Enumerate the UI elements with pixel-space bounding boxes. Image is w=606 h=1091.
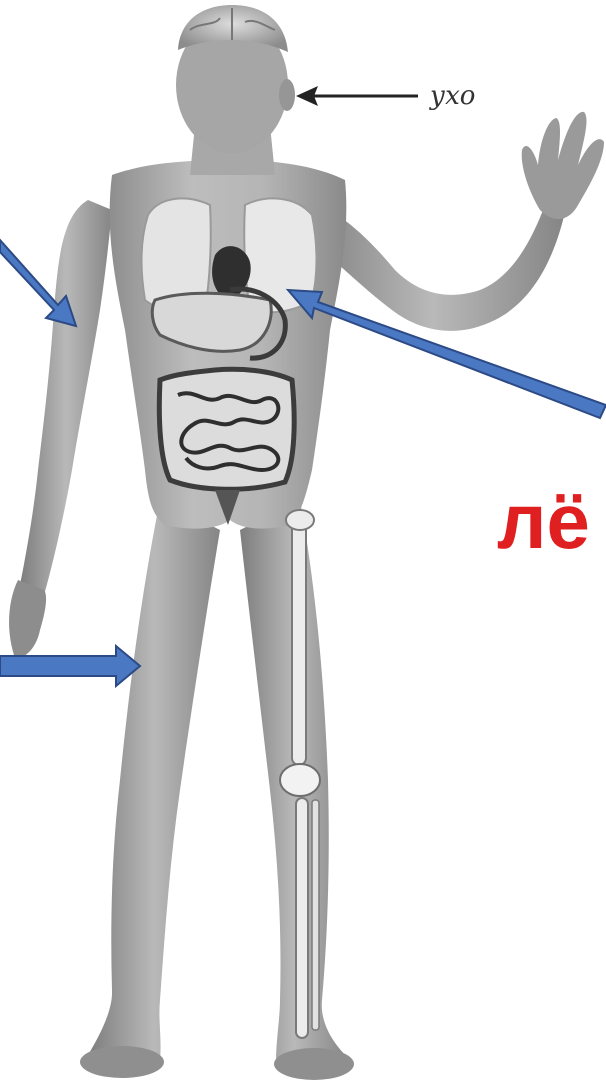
fibula bbox=[312, 800, 319, 1030]
ear-pointer bbox=[296, 86, 418, 106]
tibia bbox=[296, 798, 308, 1038]
ear bbox=[279, 79, 295, 111]
lungs-label: лё bbox=[497, 477, 590, 565]
femur-head bbox=[286, 510, 314, 530]
large-intestine bbox=[159, 369, 294, 489]
left-hand bbox=[9, 580, 46, 657]
ear-label: ухо bbox=[429, 81, 475, 111]
left-foot bbox=[80, 1046, 164, 1078]
left-leg bbox=[88, 500, 220, 1060]
knee-cap bbox=[280, 764, 320, 796]
right-hand bbox=[522, 112, 604, 219]
femur bbox=[292, 520, 306, 765]
right-foot bbox=[274, 1048, 354, 1080]
left-arm bbox=[20, 200, 112, 595]
